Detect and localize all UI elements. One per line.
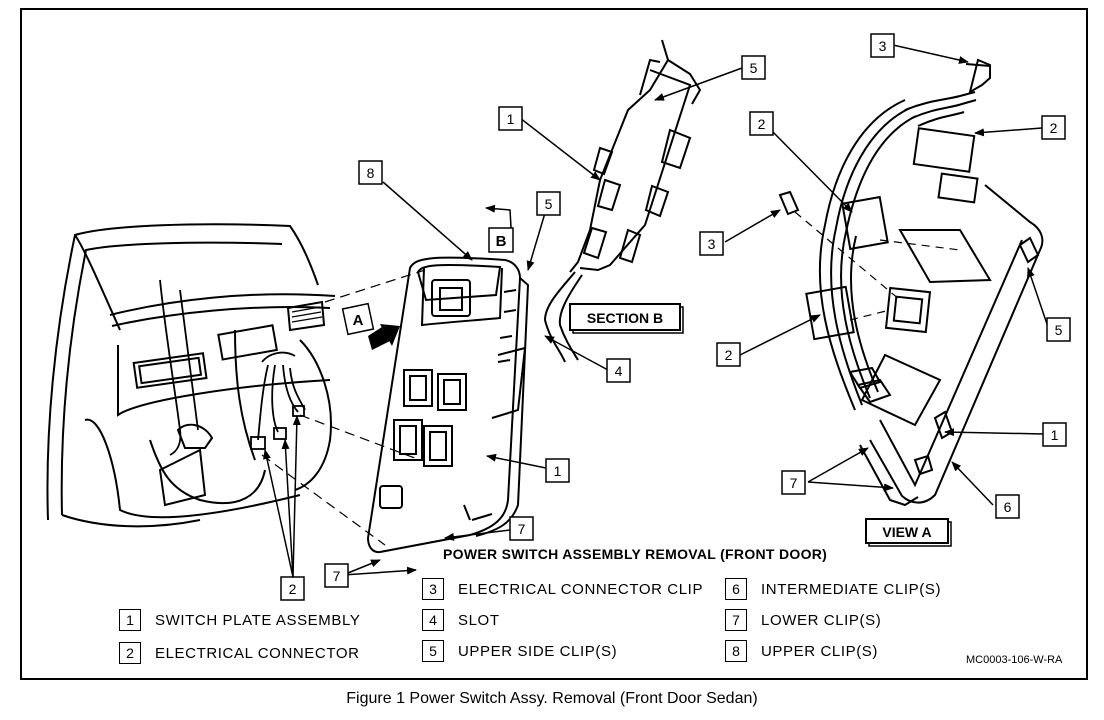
- door-panel-drawing: [46, 223, 336, 528]
- legend-item: 7 LOWER CLIP(S): [725, 609, 881, 631]
- callout-5-upper-side-clip: 5: [536, 191, 561, 216]
- callout-boxes: 8 5 B A 1 5 4 1 7 7 2 3 2 2 3 5 2 1 7 6: [280, 33, 1071, 601]
- svg-text:1: 1: [1051, 427, 1059, 443]
- callout-2-upper-left: 2: [749, 111, 774, 136]
- svg-text:7: 7: [333, 568, 341, 584]
- callout-3-left: 3: [699, 231, 724, 256]
- svg-text:4: 4: [615, 363, 623, 379]
- svg-text:8: 8: [367, 165, 375, 181]
- callout-2-lower: 2: [716, 342, 741, 367]
- legend-label: UPPER CLIP(S): [761, 642, 878, 660]
- callout-3-top: 3: [870, 33, 895, 58]
- svg-text:5: 5: [1055, 322, 1063, 338]
- legend-number: 5: [422, 640, 444, 662]
- figure-caption: Figure 1 Power Switch Assy. Removal (Fro…: [346, 690, 758, 707]
- view-a-drawing: [778, 58, 1044, 507]
- switch-plate-drawing: [366, 256, 530, 554]
- callout-6: 6: [995, 494, 1020, 519]
- callout-b-section: B: [488, 227, 514, 253]
- legend-item: 8 UPPER CLIP(S): [725, 640, 878, 662]
- callout-7-view-a: 7: [781, 470, 806, 495]
- svg-text:7: 7: [790, 475, 798, 491]
- legend-number: 6: [725, 578, 747, 600]
- callout-1-switch-plate: 1: [545, 458, 570, 483]
- svg-text:5: 5: [750, 60, 758, 76]
- callout-7-right: 7: [509, 516, 534, 541]
- legend-item: 3 ELECTRICAL CONNECTOR CLIP: [422, 578, 703, 600]
- view-a-dashes: [794, 211, 961, 321]
- legend-number: 7: [725, 609, 747, 631]
- legend-label: LOWER CLIP(S): [761, 611, 882, 629]
- legend-number: 4: [422, 609, 444, 631]
- view-a-direction-arrow: [368, 324, 400, 350]
- callout-2-upper-right: 2: [1041, 115, 1066, 140]
- svg-text:B: B: [496, 233, 507, 250]
- view-a-label: VIEW A: [865, 518, 952, 547]
- figure-code: MC0003-106-W-RA: [966, 654, 1063, 666]
- callout-2-door: 2: [280, 576, 305, 601]
- legend-label: ELECTRICAL CONNECTOR: [155, 644, 360, 662]
- legend-item: 6 INTERMEDIATE CLIP(S): [725, 578, 941, 600]
- legend-item: 4 SLOT: [422, 609, 500, 631]
- svg-text:2: 2: [289, 581, 297, 597]
- svg-text:VIEW A: VIEW A: [882, 524, 931, 540]
- leader-lines: [263, 44, 1049, 578]
- legend-label: SLOT: [458, 611, 500, 629]
- svg-text:1: 1: [554, 463, 562, 479]
- svg-text:3: 3: [879, 38, 887, 54]
- svg-text:2: 2: [725, 347, 733, 363]
- callout-1-section-b: 1: [498, 106, 523, 131]
- legend-number: 1: [119, 609, 141, 631]
- svg-text:3: 3: [708, 236, 716, 252]
- legend-label: INTERMEDIATE CLIP(S): [761, 580, 942, 598]
- callout-4-slot: 4: [606, 358, 631, 383]
- svg-text:SECTION B: SECTION B: [587, 310, 663, 326]
- callout-5-view-a: 5: [1046, 317, 1071, 342]
- legend-item: 5 UPPER SIDE CLIP(S): [422, 640, 617, 662]
- callout-a-view: A: [341, 302, 375, 336]
- legend-label: UPPER SIDE CLIP(S): [458, 642, 618, 660]
- svg-text:2: 2: [1050, 120, 1058, 136]
- callout-1-view-a: 1: [1042, 422, 1067, 447]
- legend-label: SWITCH PLATE ASSEMBLY: [155, 611, 361, 629]
- svg-text:A: A: [353, 312, 364, 329]
- svg-text:6: 6: [1004, 499, 1012, 515]
- callout-7-left: 7: [324, 563, 349, 588]
- callout-5-section-b: 5: [741, 55, 766, 80]
- legend-number: 3: [422, 578, 444, 600]
- door-harness: [250, 351, 306, 450]
- legend-label: ELECTRICAL CONNECTOR CLIP: [458, 580, 704, 598]
- svg-text:7: 7: [518, 521, 526, 537]
- legend-number: 2: [119, 642, 141, 664]
- legend-item: 2 ELECTRICAL CONNECTOR: [119, 642, 360, 664]
- svg-text:2: 2: [758, 116, 766, 132]
- figure-frame: [20, 8, 1088, 680]
- svg-text:5: 5: [545, 196, 553, 212]
- section-b-label: SECTION B: [569, 303, 684, 334]
- legend-item: 1 SWITCH PLATE ASSEMBLY: [119, 609, 360, 631]
- assembly-title: POWER SWITCH ASSEMBLY REMOVAL (FRONT DOO…: [443, 546, 828, 562]
- legend-number: 8: [725, 640, 747, 662]
- svg-text:1: 1: [507, 111, 515, 127]
- callout-8: 8: [358, 160, 383, 185]
